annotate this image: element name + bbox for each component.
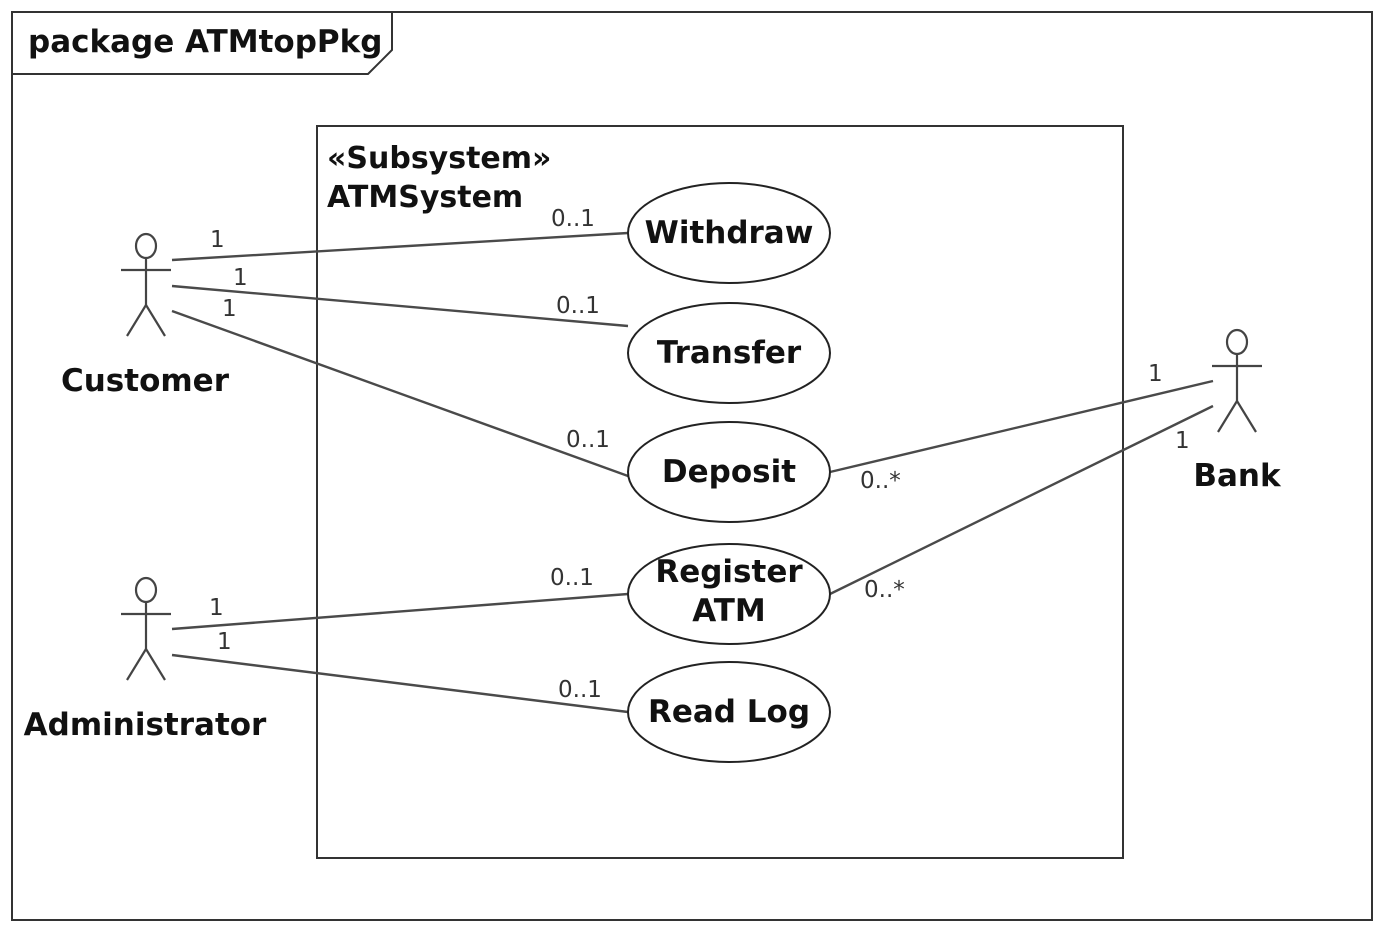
use-case-read-log-label: Read Log bbox=[648, 694, 810, 730]
package-title-tab bbox=[12, 12, 393, 75]
multiplicity-label: 0..1 bbox=[550, 565, 594, 591]
assoc-admin-register bbox=[171, 592, 629, 631]
multiplicity-label: 1 bbox=[210, 227, 225, 253]
assoc-bank-deposit bbox=[829, 379, 1214, 474]
use-case-deposit-oval bbox=[627, 421, 831, 523]
multiplicity-label: 0..1 bbox=[556, 293, 600, 319]
use-case-withdraw: Withdraw bbox=[627, 182, 831, 284]
use-case-withdraw-oval bbox=[627, 182, 831, 284]
actor-administrator-label: Administrator bbox=[24, 707, 267, 743]
actor-customer: Customer bbox=[61, 232, 230, 399]
package-frame: package ATMtopPkg bbox=[11, 11, 1373, 921]
stick-figure-icon bbox=[121, 576, 171, 681]
use-case-deposit: Deposit bbox=[627, 421, 831, 523]
stick-figure-icon bbox=[121, 232, 171, 337]
multiplicity-label: 0..1 bbox=[558, 677, 602, 703]
use-case-withdraw-label: Withdraw bbox=[645, 215, 814, 251]
use-case-register-atm-label-line1: Register bbox=[655, 554, 803, 590]
assoc-customer-transfer bbox=[171, 284, 629, 328]
stick-figure-icon bbox=[1212, 328, 1262, 433]
use-case-register-atm: Register ATM bbox=[627, 543, 831, 645]
use-case-transfer-label: Transfer bbox=[657, 335, 802, 371]
subsystem-border bbox=[316, 125, 1124, 859]
use-case-register-atm-label-line2: ATM bbox=[692, 593, 766, 629]
use-case-transfer: Transfer bbox=[627, 302, 831, 404]
assoc-admin-readlog bbox=[171, 653, 629, 714]
use-case-read-log: Read Log bbox=[627, 661, 831, 763]
multiplicity-label: 1 bbox=[233, 265, 248, 291]
package-border bbox=[11, 11, 1373, 921]
subsystem-stereotype: «Subsystem» bbox=[327, 141, 551, 176]
multiplicity-label: 0..* bbox=[864, 577, 905, 603]
subsystem-name: ATMSystem bbox=[327, 180, 523, 215]
actor-bank: Bank bbox=[1193, 328, 1282, 494]
use-case-transfer-oval bbox=[627, 302, 831, 404]
multiplicity-label: 0..1 bbox=[551, 206, 595, 232]
multiplicity-label: 0..1 bbox=[566, 427, 610, 453]
assoc-customer-withdraw bbox=[171, 231, 629, 262]
actor-customer-label: Customer bbox=[61, 363, 230, 399]
multiplicity-labels: 1 0..1 1 0..1 1 0..1 1 0..1 1 0..1 1 0..… bbox=[209, 206, 1190, 703]
associations bbox=[171, 231, 1214, 714]
assoc-customer-deposit bbox=[171, 309, 629, 478]
assoc-bank-register bbox=[829, 404, 1214, 596]
use-case-register-atm-oval bbox=[627, 543, 831, 645]
subsystem-boundary: «Subsystem» ATMSystem bbox=[316, 125, 1124, 859]
package-title: package ATMtopPkg bbox=[28, 24, 382, 60]
multiplicity-label: 1 bbox=[222, 296, 237, 322]
multiplicity-label: 1 bbox=[217, 629, 232, 655]
multiplicity-label: 0..* bbox=[860, 468, 901, 494]
multiplicity-label: 1 bbox=[209, 595, 224, 621]
actor-administrator: Administrator bbox=[24, 576, 267, 743]
multiplicity-label: 1 bbox=[1148, 361, 1163, 387]
use-case-deposit-label: Deposit bbox=[662, 454, 796, 490]
actor-bank-label: Bank bbox=[1193, 458, 1282, 494]
use-case-read-log-oval bbox=[627, 661, 831, 763]
multiplicity-label: 1 bbox=[1175, 428, 1190, 454]
